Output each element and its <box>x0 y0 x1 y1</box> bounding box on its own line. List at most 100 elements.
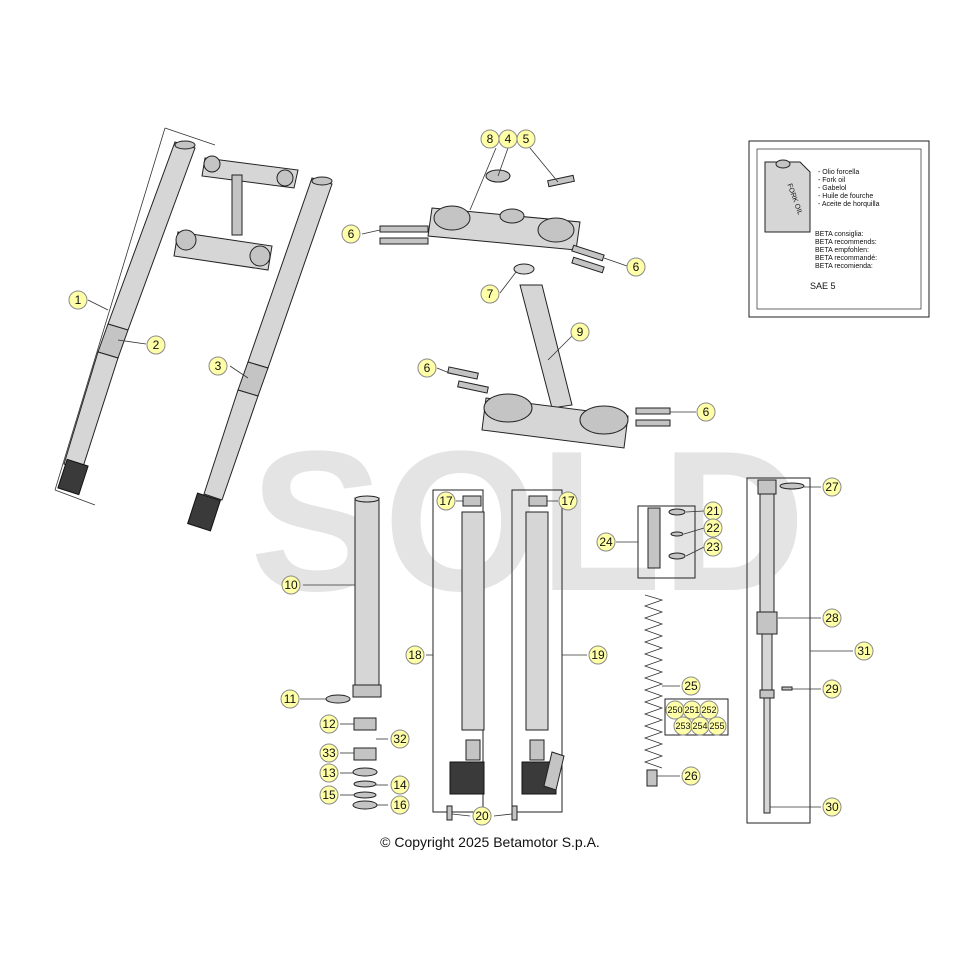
callout-33: 33 <box>319 743 339 763</box>
callout-1: 1 <box>68 290 88 310</box>
fork-tube-10 <box>325 495 382 810</box>
svg-text:6: 6 <box>348 227 355 241</box>
svg-text:25: 25 <box>684 679 698 693</box>
svg-text:254: 254 <box>692 721 707 731</box>
callout-2: 2 <box>146 335 166 355</box>
legend-oil-4: - Aceite de horquilla <box>818 201 880 208</box>
copyright-notice: © Copyright 2025 Betamotor S.p.A. <box>380 834 600 850</box>
callout-254: 254 <box>690 716 710 736</box>
fork-leg-assembly-1 <box>54 127 216 506</box>
upper-triple-clamp <box>379 169 605 275</box>
legend-rec-3: BETA recommandé: <box>815 255 877 262</box>
cartridge-31 <box>746 477 811 824</box>
legend-frame <box>748 140 930 318</box>
svg-text:15: 15 <box>322 788 336 802</box>
svg-text:13: 13 <box>322 766 336 780</box>
callout-24: 24 <box>596 532 616 552</box>
callout-6-upper-left: 6 <box>341 224 361 244</box>
svg-text:6: 6 <box>633 260 640 274</box>
legend-oil-3: - Huile de fourche <box>818 193 873 200</box>
svg-text:8: 8 <box>487 132 494 146</box>
svg-text:28: 28 <box>825 611 839 625</box>
svg-text:16: 16 <box>393 798 407 812</box>
callout-17-right: 17 <box>558 491 578 511</box>
callout-21: 21 <box>703 501 723 521</box>
callout-30: 30 <box>822 797 842 817</box>
callout-31: 31 <box>854 641 874 661</box>
svg-text:4: 4 <box>505 132 512 146</box>
legend-rec-1: BETA recommends: <box>815 239 877 246</box>
legend-rec-4: BETA recomienda: <box>815 263 873 270</box>
callout-253: 253 <box>673 716 693 736</box>
svg-text:12: 12 <box>322 717 336 731</box>
legend-grade: SAE 5 <box>810 281 836 291</box>
svg-text:20: 20 <box>475 809 489 823</box>
callout-26: 26 <box>681 766 701 786</box>
callout-22: 22 <box>703 518 723 538</box>
callout-15: 15 <box>319 785 339 805</box>
callout-19: 19 <box>588 645 608 665</box>
svg-text:18: 18 <box>408 648 422 662</box>
callout-27: 27 <box>822 477 842 497</box>
callout-29: 29 <box>822 679 842 699</box>
svg-text:21: 21 <box>706 504 720 518</box>
svg-text:14: 14 <box>393 778 407 792</box>
callout-6-upper-right: 6 <box>626 257 646 277</box>
legend-oil-1: - Fork oil <box>818 177 846 184</box>
svg-text:32: 32 <box>393 732 407 746</box>
callout-6-lower-left: 6 <box>417 358 437 378</box>
callout-252: 252 <box>699 700 719 720</box>
callout-20: 20 <box>472 806 492 826</box>
svg-text:10: 10 <box>284 578 298 592</box>
fork-outer-19 <box>511 489 565 813</box>
callout-16: 16 <box>390 795 410 815</box>
svg-text:1: 1 <box>75 293 82 307</box>
callout-255: 255 <box>707 716 727 736</box>
svg-text:26: 26 <box>684 769 698 783</box>
svg-text:31: 31 <box>857 644 871 658</box>
leader-lines <box>87 147 853 817</box>
callout-5: 5 <box>516 129 536 149</box>
svg-text:11: 11 <box>284 692 297 706</box>
bleed-screws-20 <box>446 805 518 821</box>
callout-4: 4 <box>498 129 518 149</box>
callout-9: 9 <box>570 322 590 342</box>
svg-text:7: 7 <box>487 287 494 301</box>
callout-7: 7 <box>480 284 500 304</box>
svg-text:6: 6 <box>703 405 710 419</box>
fork-outer-18 <box>432 489 485 813</box>
callout-10: 10 <box>281 575 301 595</box>
svg-text:6: 6 <box>424 361 431 375</box>
svg-text:24: 24 <box>599 535 613 549</box>
legend-oil-0: - Olio forcella <box>818 169 859 176</box>
fork-oil-legend: FORK OIL - Olio forcella - Fork oil - Ga… <box>748 140 930 318</box>
svg-text:29: 29 <box>825 682 839 696</box>
svg-text:17: 17 <box>561 494 575 508</box>
callout-3: 3 <box>208 356 228 376</box>
lower-triple-clamp <box>447 284 671 449</box>
callout-32: 32 <box>390 729 410 749</box>
fork-leg-assembly-3 <box>187 176 333 532</box>
callout-25: 25 <box>681 676 701 696</box>
legend-rec-0: BETA consiglia: <box>815 231 864 238</box>
svg-text:19: 19 <box>591 648 605 662</box>
callout-8: 8 <box>480 129 500 149</box>
callout-13: 13 <box>319 763 339 783</box>
svg-text:255: 255 <box>709 721 724 731</box>
svg-text:2: 2 <box>153 338 160 352</box>
svg-text:252: 252 <box>701 705 716 715</box>
svg-text:23: 23 <box>706 540 720 554</box>
oil-can-icon <box>764 161 811 233</box>
callout-14: 14 <box>390 775 410 795</box>
svg-text:33: 33 <box>322 746 336 760</box>
svg-text:251: 251 <box>684 705 699 715</box>
callout-251: 251 <box>682 700 702 720</box>
svg-text:3: 3 <box>215 359 222 373</box>
callout-11: 11 <box>280 689 300 709</box>
svg-text:17: 17 <box>439 494 453 508</box>
callout-28: 28 <box>822 608 842 628</box>
callout-6-lower-right: 6 <box>696 402 716 422</box>
spring-assembly <box>637 505 729 787</box>
triple-clamp-preview <box>173 155 299 271</box>
